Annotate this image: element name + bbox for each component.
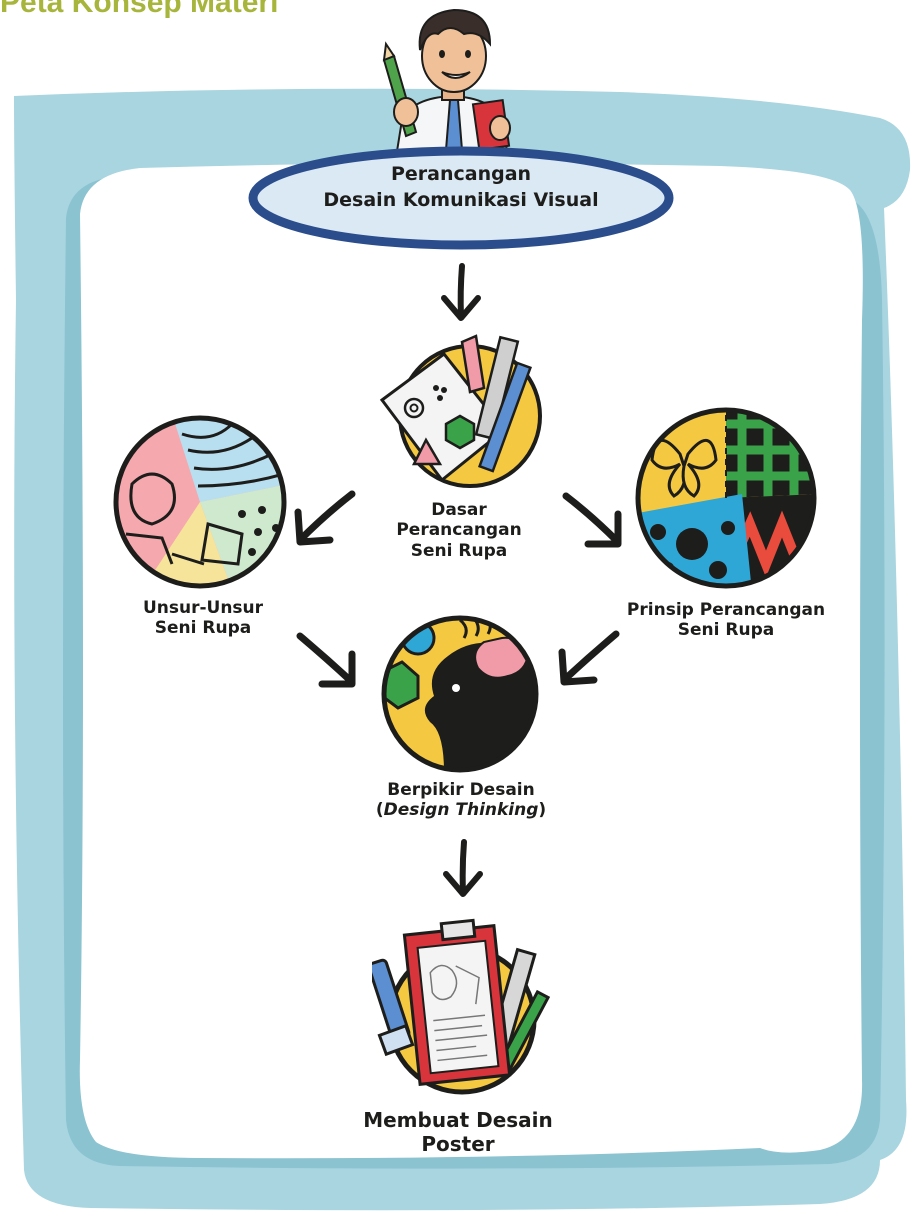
berpikir-italic-term: Design Thinking: [383, 800, 539, 821]
drawing-tools-icon: [379, 334, 542, 488]
arrow-root-to-dasar: [441, 263, 481, 321]
arrow-dasar-to-unsur: [294, 490, 356, 546]
root-node-ellipse: [248, 146, 674, 250]
root-node-label: Perancangan Desain Komunikasi Visual: [266, 162, 656, 213]
thinking-head-icon: [381, 615, 539, 773]
berpikir-node-line1: Berpikir Desain: [387, 780, 535, 800]
unsur-node-line1: Unsur-Unsur: [142, 598, 264, 618]
unsur-node-line2: Seni Rupa: [154, 618, 252, 639]
prinsip-node-line2: Seni Rupa: [677, 620, 775, 641]
prinsip-node-label: Prinsip Perancangan Seni Rupa: [606, 600, 846, 641]
unsur-node-label: Unsur-Unsur Seni Rupa: [118, 598, 288, 639]
dasar-node-line1: Dasar: [431, 500, 487, 520]
pattern-shapes-icon: [113, 415, 287, 589]
arrow-unsur-to-berpikir: [296, 632, 356, 688]
arrow-dasar-to-prinsip: [562, 492, 622, 548]
berpikir-node-label: Berpikir Desain (Design Thinking): [346, 780, 576, 821]
arrow-prinsip-to-berpikir: [558, 630, 620, 686]
berpikir-paren-close: ): [538, 800, 547, 821]
design-principles-icon: [635, 407, 817, 589]
root-node-line2: Desain Komunikasi Visual: [323, 188, 599, 211]
berpikir-node-line2: (Design Thinking): [346, 800, 576, 820]
prinsip-node-line1: Prinsip Perancangan: [626, 600, 826, 620]
poster-node-label: Membuat Desain Poster: [338, 1108, 578, 1156]
student-character-icon: [382, 8, 512, 170]
section-title: Peta Konsep Materi: [0, 0, 278, 20]
dasar-node-label: Dasar Perancangan Seni Rupa: [384, 500, 534, 561]
poster-node-line1: Membuat Desain: [363, 1108, 553, 1132]
berpikir-paren-open: (: [375, 800, 384, 821]
arrow-berpikir-to-poster: [443, 839, 483, 897]
root-node-line1: Perancangan: [390, 163, 532, 185]
dasar-node-line2: Perancangan: [396, 520, 522, 541]
dasar-node-line3: Seni Rupa: [410, 540, 508, 561]
poster-node-line2: Poster: [421, 1132, 495, 1156]
poster-clipboard-icon: [372, 918, 551, 1095]
section-title-text: Peta Konsep Materi: [0, 0, 279, 19]
